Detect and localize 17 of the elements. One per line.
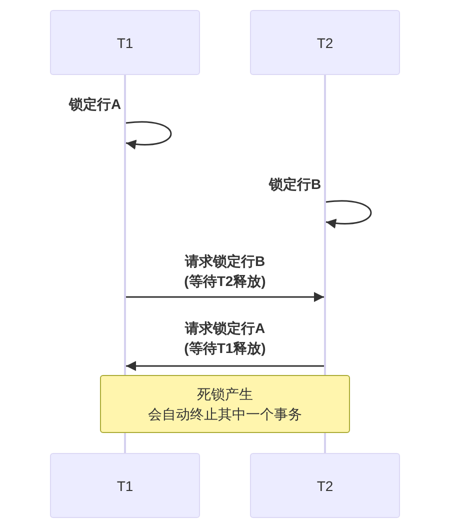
participant-box <box>50 453 200 518</box>
message-arrow <box>126 292 324 302</box>
message-label: 锁定行A <box>68 94 122 114</box>
note-text: 死锁产生 <box>197 385 253 404</box>
message-arrow <box>126 361 324 371</box>
self-message-arrow <box>126 121 172 150</box>
participant-box <box>250 10 400 75</box>
message-label: 锁定行B <box>268 174 322 194</box>
self-message-arrow <box>326 200 372 228</box>
participant-label: T1 <box>116 476 134 496</box>
participant-box <box>250 453 400 518</box>
participant-label: T1 <box>116 34 134 52</box>
participant-box <box>50 10 200 75</box>
participant-label: T2 <box>316 34 334 52</box>
note-box <box>100 375 350 433</box>
participant-label: T2 <box>316 476 334 496</box>
note-text: 会自动终止其中一个事务 <box>148 405 302 424</box>
